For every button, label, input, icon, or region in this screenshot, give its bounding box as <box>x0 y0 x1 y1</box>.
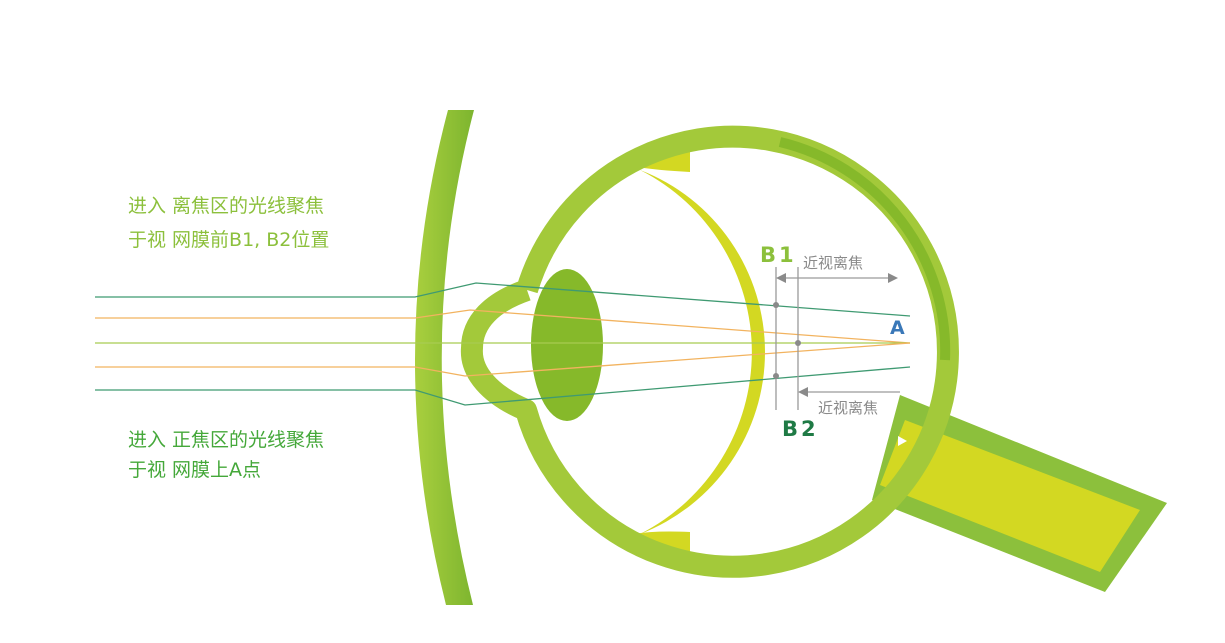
retina-layer <box>640 170 765 534</box>
light-rays <box>95 282 911 406</box>
eyeball-outer-shade <box>778 137 951 361</box>
b1-bottom-point <box>773 373 779 379</box>
b1-top-point <box>773 302 779 308</box>
optic-nerve-core <box>880 420 1140 572</box>
caption-defocus-line1: 进入 离焦区的光线聚焦 <box>128 195 324 217</box>
crystalline-lens <box>531 269 603 421</box>
ray-defocus-top <box>95 282 911 317</box>
caption-defocus-line2: 于视 网膜前B1, B2位置 <box>128 229 329 251</box>
caption-focus-line1: 进入 正焦区的光线聚焦 <box>128 429 324 451</box>
spectacle-lens <box>414 110 474 605</box>
label-b1: B1 <box>760 243 797 267</box>
b2-point <box>795 340 801 346</box>
ray-focus-top <box>95 309 911 344</box>
ray-focus-bottom <box>95 342 911 377</box>
ray-defocus-bottom <box>95 366 911 406</box>
nerve-arrow-icon <box>898 436 907 446</box>
label-a: A <box>890 317 905 339</box>
label-myopic-defocus-bottom: 近视离焦 <box>818 399 878 417</box>
label-b2: B2 <box>782 417 819 441</box>
focal-guides <box>773 267 900 410</box>
label-myopic-defocus-top: 近视离焦 <box>803 254 863 272</box>
caption-focus-line2: 于视 网膜上A点 <box>128 459 261 481</box>
